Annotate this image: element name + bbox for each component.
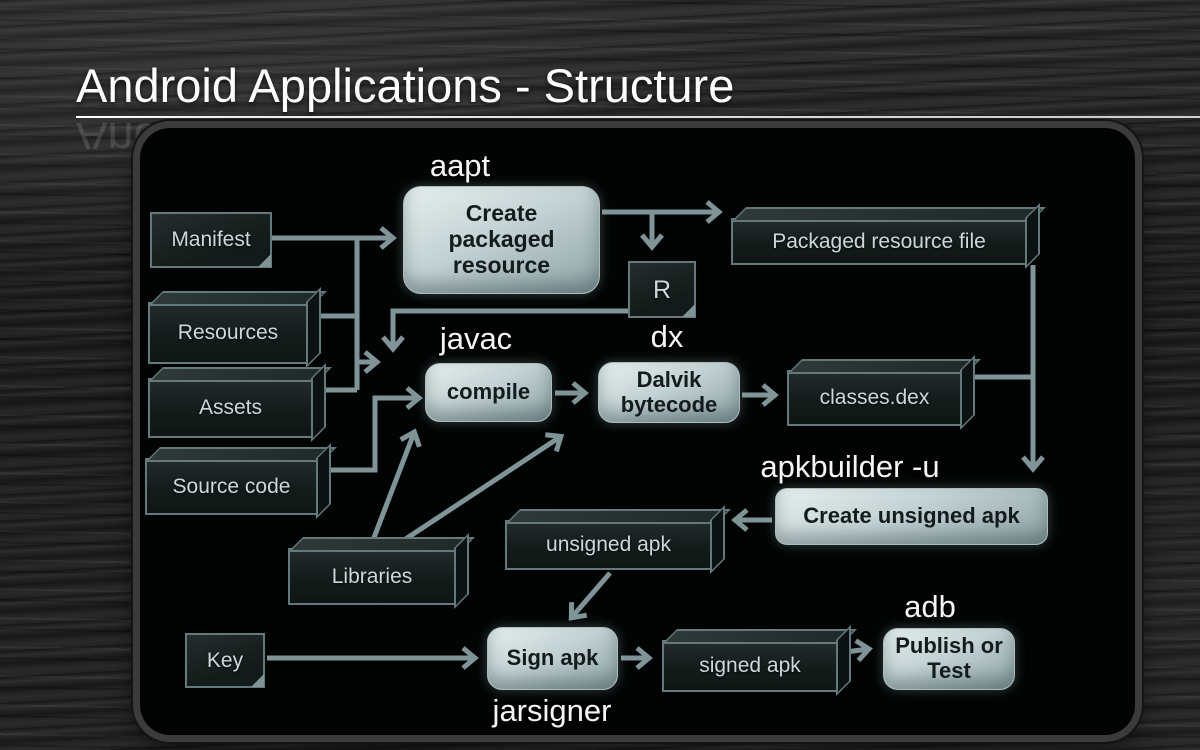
node-r-class: R [628, 261, 696, 318]
node-manifest: Manifest [150, 212, 272, 268]
title-underline [76, 116, 1200, 118]
node-key: Key [185, 633, 265, 688]
node-create-unsigned-apk: Create unsigned apk [775, 488, 1048, 545]
node-resources: Resources [148, 302, 308, 364]
label-apkbuilder: apkbuilder -u [760, 449, 940, 484]
node-packaged-resource-file: Packaged resource file [731, 218, 1027, 265]
node-unsigned-apk: unsigned apk [505, 520, 712, 570]
label-adb: adb [904, 589, 956, 624]
edge-source-code-to-compile [318, 386, 423, 473]
diagram-panel: aapt javac dx apkbuilder -u jarsigner ad… [140, 128, 1135, 735]
edge-r-to-javac [381, 308, 628, 353]
node-create-packaged-resource: Create packaged resource [403, 186, 600, 294]
page-title: Android Applications - Structure [76, 59, 735, 112]
node-source-code: Source code [145, 458, 318, 515]
label-jarsigner: jarsigner [492, 693, 612, 728]
label-javac: javac [439, 321, 513, 356]
node-compile: compile [425, 363, 552, 422]
node-sign-apk: Sign apk [487, 627, 618, 690]
node-classes-dex: classes.dex [787, 370, 962, 426]
edge-libraries-to-dalvik [390, 432, 565, 551]
node-signed-apk: signed apk [662, 640, 838, 692]
node-libraries: Libraries [288, 548, 456, 605]
edge-unsigned-apk-to-sign-apk [568, 571, 612, 621]
node-dalvik-bytecode: Dalvik bytecode [598, 362, 740, 423]
edge-libraries-to-compile [367, 428, 422, 549]
label-aapt: aapt [429, 148, 491, 183]
label-dx: dx [650, 319, 684, 354]
connector-layer [267, 200, 1045, 670]
node-publish-or-test: Publish or Test [883, 628, 1015, 690]
node-assets: Assets [148, 378, 313, 438]
